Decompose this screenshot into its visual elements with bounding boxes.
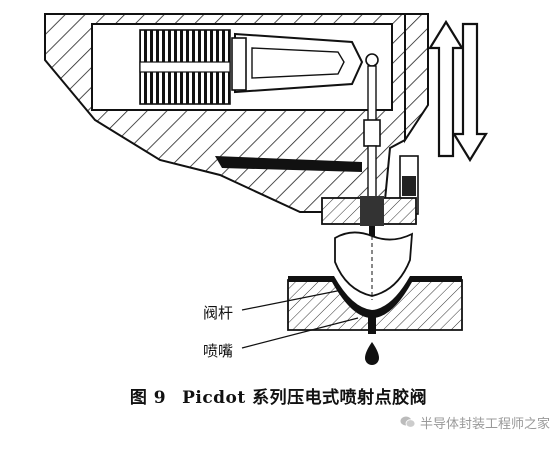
nozzle-body (334, 231, 414, 297)
valve-rod-upper (367, 65, 377, 129)
wechat-icon (400, 416, 416, 428)
valve-rod-label: 阀杆 (203, 304, 233, 322)
glue-feed-channel (215, 156, 362, 172)
valve-rod-guide (363, 119, 381, 147)
figure-title: Picdot 系列压电式喷射点胶阀 (182, 388, 428, 408)
lever-pivot-pin (365, 53, 379, 67)
piezo-stack-divider (139, 61, 231, 73)
feed-fitting-cap (402, 176, 416, 196)
amplification-lever-inner (251, 47, 345, 79)
glue-film (288, 276, 462, 318)
nozzle-label: 喷嘴 (203, 342, 233, 360)
lever-pivot-block (231, 37, 247, 91)
valve-body-right-block (404, 13, 429, 144)
nozzle-leader-line (241, 317, 359, 349)
up-arrow-icon (428, 19, 464, 158)
nozzle-seat-core (360, 196, 384, 226)
glue-droplet (365, 342, 379, 365)
watermark: 半导体封装工程师之家 (400, 412, 550, 432)
down-arrow-icon (452, 22, 488, 163)
figure-number: 图 9 (129, 388, 167, 408)
nozzle-outlet (368, 312, 376, 334)
figure-caption: 图 9 Picdot 系列压电式喷射点胶阀 (0, 383, 557, 408)
valve-rod-leader-line (241, 289, 343, 311)
watermark-text: 半导体封装工程师之家 (420, 416, 551, 432)
